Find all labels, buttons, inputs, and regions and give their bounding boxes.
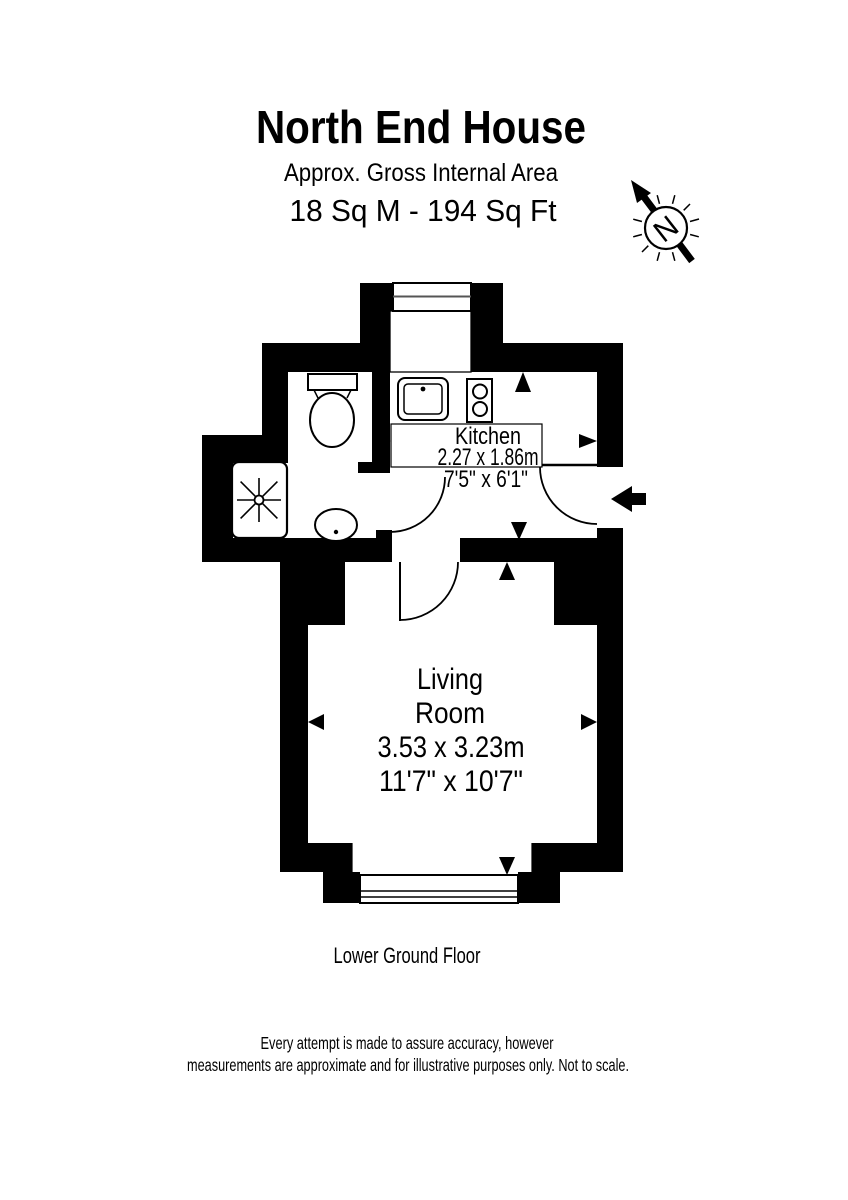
living-arrow-up-icon — [499, 562, 515, 580]
kitchen-arrow-up-icon — [515, 372, 531, 392]
kitchen-metric-label: 2.27 x 1.86m — [438, 444, 539, 471]
wall-bay-left — [360, 283, 393, 372]
kitchen-imperial-label: 7'5" x 6'1" — [444, 466, 528, 493]
dimension-arrows — [308, 372, 597, 875]
compass: N — [631, 180, 700, 264]
wall-bath-kitchen — [372, 372, 390, 473]
entry-arrow-icon — [611, 486, 646, 512]
kitchen-name-label: Kitchen — [455, 423, 521, 450]
sink-tap — [420, 386, 426, 392]
page-subtitle: Approx. Gross Internal Area — [284, 159, 558, 187]
doors — [389, 463, 598, 621]
wall-bath-bottom — [202, 538, 392, 562]
bathroom-fixtures — [230, 373, 358, 542]
basin-icon — [314, 508, 358, 542]
entry-door-arc — [539, 466, 598, 525]
sink-inner-icon — [403, 383, 443, 415]
living-arrow-down-icon — [499, 857, 515, 875]
wall-bottom-left — [308, 843, 352, 872]
wall-right-upper — [597, 343, 623, 467]
kitchen-label-box — [390, 423, 543, 468]
wall-bath-left — [262, 343, 288, 435]
toilet-shoulder-right — [346, 389, 352, 399]
living-imperial-label: 11'7" x 10'7" — [379, 765, 523, 798]
living-door-arc — [399, 561, 459, 621]
wall-jamb-nub — [376, 530, 392, 540]
wall-living-right — [597, 528, 623, 872]
page-area-label: 18 Sq M - 194 Sq Ft — [290, 193, 557, 228]
toilet-cistern-icon — [307, 373, 358, 391]
floor-label: Lower Ground Floor — [334, 943, 481, 968]
wall-block-corner — [280, 560, 345, 625]
compass-rays — [633, 195, 700, 261]
wall-bottom-right — [532, 843, 623, 872]
toilet-shoulder-left — [313, 389, 319, 399]
wall-bay-right — [471, 283, 503, 372]
kitchen-arrow-right-icon — [579, 434, 597, 448]
hob-burner-bottom — [472, 401, 488, 417]
bay-recess — [389, 310, 472, 373]
wall-step-left — [202, 435, 288, 463]
living-name-line1: Living — [417, 663, 483, 696]
walls — [202, 283, 623, 903]
wall-block-right — [554, 538, 598, 625]
hob-burner-top — [472, 383, 488, 400]
disclaimer-line2: measurements are approximate and for ill… — [187, 1055, 629, 1075]
wall-window-jamb-left — [323, 872, 360, 903]
shower-drain-center — [253, 494, 265, 506]
page-title: North End House — [256, 101, 586, 153]
living-name-line2: Room — [415, 697, 485, 730]
wall-window-jamb-right — [518, 872, 560, 903]
wall-living-left — [280, 625, 308, 872]
basin-drain — [333, 529, 339, 535]
windows — [351, 282, 533, 904]
compass-arrowhead-icon — [631, 180, 651, 203]
living-metric-label: 3.53 x 3.23m — [378, 731, 525, 764]
toilet-bowl-icon — [309, 392, 355, 448]
living-arrow-right-icon — [581, 714, 597, 730]
wall-door-nub — [358, 462, 390, 473]
disclaimer-line1: Every attempt is made to assure accuracy… — [261, 1033, 554, 1053]
compass-circle — [643, 205, 689, 251]
bottom-window — [359, 874, 519, 904]
kitchen-fixtures — [397, 377, 493, 423]
living-arrow-left-icon — [308, 714, 324, 730]
bathroom-door-arc — [389, 476, 446, 533]
kitchen-arrow-down-icon — [511, 522, 527, 540]
